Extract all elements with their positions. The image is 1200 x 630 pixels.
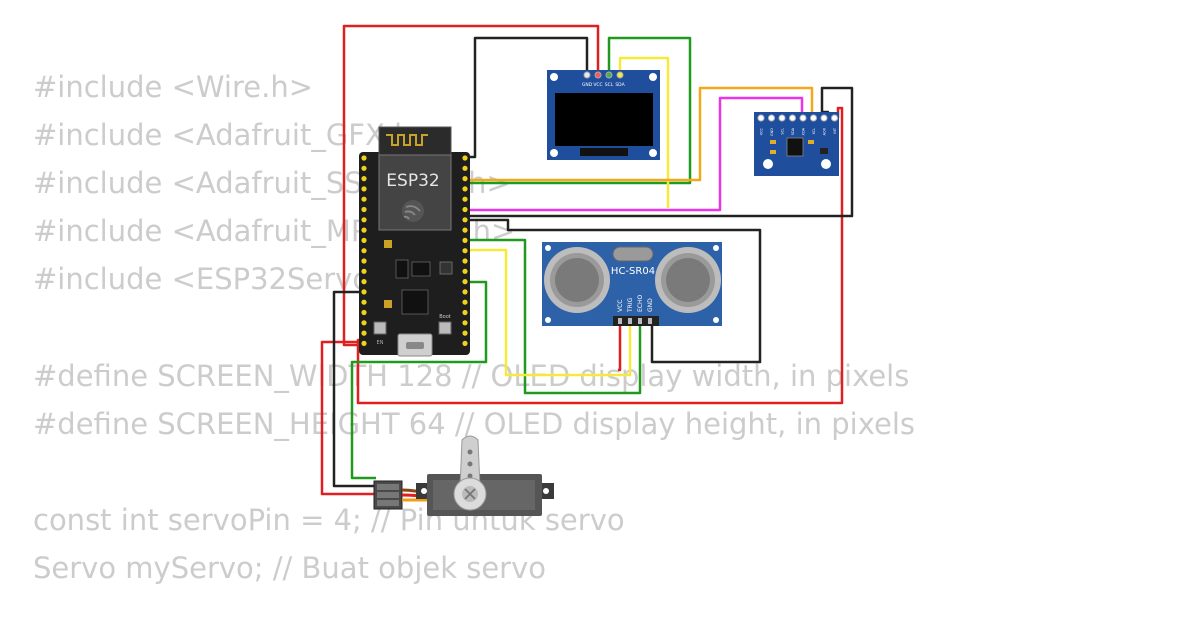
mpu6050-sensor[interactable]: VCC GND SCL SDA XDA XCL AD0 INT [754,112,839,176]
hcsr04-pin-echo: ECHO [637,295,644,312]
hcsr04-sensor[interactable]: HC-SR04 VCC TRIG ECHO GND [542,242,722,326]
mpu6050-pin[interactable] [757,114,765,122]
wire-yellow-oled-sda[interactable] [618,56,670,208]
pin[interactable] [361,155,367,161]
wire-red-hcsr04-pin[interactable] [618,320,622,372]
pin[interactable] [462,206,468,213]
pin[interactable] [361,268,367,274]
servo-motor[interactable] [373,435,554,516]
mpu6050-pin-label: AD0 [823,128,827,135]
wire-green-oled-scl[interactable] [469,36,692,185]
wire-magenta-mpu-sda[interactable] [469,96,804,212]
mpu6050-pin-label: SCL [781,128,785,135]
pin[interactable] [361,227,367,233]
pin[interactable] [462,227,468,233]
pin[interactable] [361,217,367,223]
mpu6050-pin-label: SDA [791,127,795,135]
mpu6050-pin[interactable] [820,114,828,122]
pin[interactable] [462,340,468,346]
ultrasonic-transducer-right [655,247,721,313]
boot-button[interactable] [438,321,452,335]
mpu6050-pin[interactable] [768,114,775,122]
wire-yellow-trig[interactable] [469,248,632,377]
pin[interactable] [462,155,468,161]
pin[interactable] [361,258,367,264]
servo-horn-icon [453,435,487,511]
wire-green-servo[interactable] [350,280,488,480]
pin[interactable] [361,340,367,346]
mpu6050-pin[interactable] [831,114,838,122]
pin[interactable] [462,217,468,223]
pin[interactable] [462,330,468,336]
mpu6050-pin-label: INT [833,127,837,134]
esp32-right-pins [462,155,468,346]
pin[interactable] [361,309,367,316]
wire-black-oled-gnd[interactable] [469,36,589,159]
pin[interactable] [361,186,367,192]
esp32-label: ESP32 [386,171,439,191]
oled-display[interactable]: GND VCC SCL SDA [547,70,660,160]
oled-pin-sda: SDA [615,82,625,88]
wire-black-mpu-gnd[interactable] [469,218,762,364]
pin[interactable] [462,279,468,285]
esp32-boot-label: Boot [439,314,451,320]
pin[interactable] [361,320,367,326]
pin[interactable] [361,237,367,243]
mpu6050-pin[interactable] [778,114,786,122]
wire-orange-mpu-scl[interactable] [469,86,814,182]
oled-pin-vcc: VCC [593,82,602,88]
pin[interactable] [462,289,468,295]
pin[interactable] [361,330,367,336]
pin[interactable] [462,176,468,182]
hcsr04-pin-gnd: GND [647,298,654,312]
mpu6050-pin[interactable] [789,114,796,122]
pin[interactable] [361,165,367,171]
hcsr04-pin-trig: TRIG [627,297,634,313]
mpu6050-pins: VCC GND SCL SDA XDA XCL AD0 INT [757,114,838,136]
pin[interactable] [462,237,468,243]
hcsr04-pin-vcc: VCC [617,300,624,312]
pin[interactable] [462,165,468,171]
wire-red-hcsr04-vcc[interactable] [356,106,844,405]
oled-screen [555,93,653,146]
pin[interactable] [462,258,468,264]
pin[interactable] [361,279,367,285]
oled-pin-gnd: GND [582,82,593,88]
code-line: #include <Wire.h> [33,70,314,104]
pin[interactable] [462,320,468,326]
mpu6050-pin[interactable] [799,114,807,122]
pin[interactable] [361,206,367,213]
pin[interactable] [361,196,367,202]
wire-green-echo[interactable] [469,238,642,395]
mpu6050-pin[interactable] [810,114,817,122]
esp32-left-pins [361,155,367,346]
wires [320,24,854,496]
pin[interactable] [462,299,468,305]
pin[interactable] [361,248,367,254]
pin[interactable] [361,299,367,305]
mpu6050-pin-label: GND [770,128,774,136]
pin[interactable] [361,289,367,295]
pin[interactable] [462,196,468,202]
mpu6050-pin-label: XDA [802,127,806,135]
esp32-board[interactable]: ESP32 EN Boot [359,126,470,357]
pin[interactable] [462,309,468,316]
ultrasonic-transducer-left [544,247,610,313]
pin[interactable] [361,176,367,182]
hcsr04-label: HC-SR04 [611,266,655,277]
pin[interactable] [462,248,468,254]
wire-red-servo[interactable] [320,340,376,496]
pin[interactable] [462,268,468,274]
oled-pin-scl: SCL [605,82,614,88]
code-line: #define SCREEN_HEIGHT 64 // OLED display… [33,407,915,441]
pin[interactable] [462,186,468,192]
mpu6050-pin-label: XCL [812,128,816,135]
esp32-en-label: EN [377,340,384,346]
code-line: Servo myServo; // Buat objek servo [33,551,547,585]
mpu6050-pin-label: VCC [760,127,764,135]
wire-red-oled-vcc[interactable] [342,24,600,347]
wire-black-servo[interactable] [332,290,376,488]
